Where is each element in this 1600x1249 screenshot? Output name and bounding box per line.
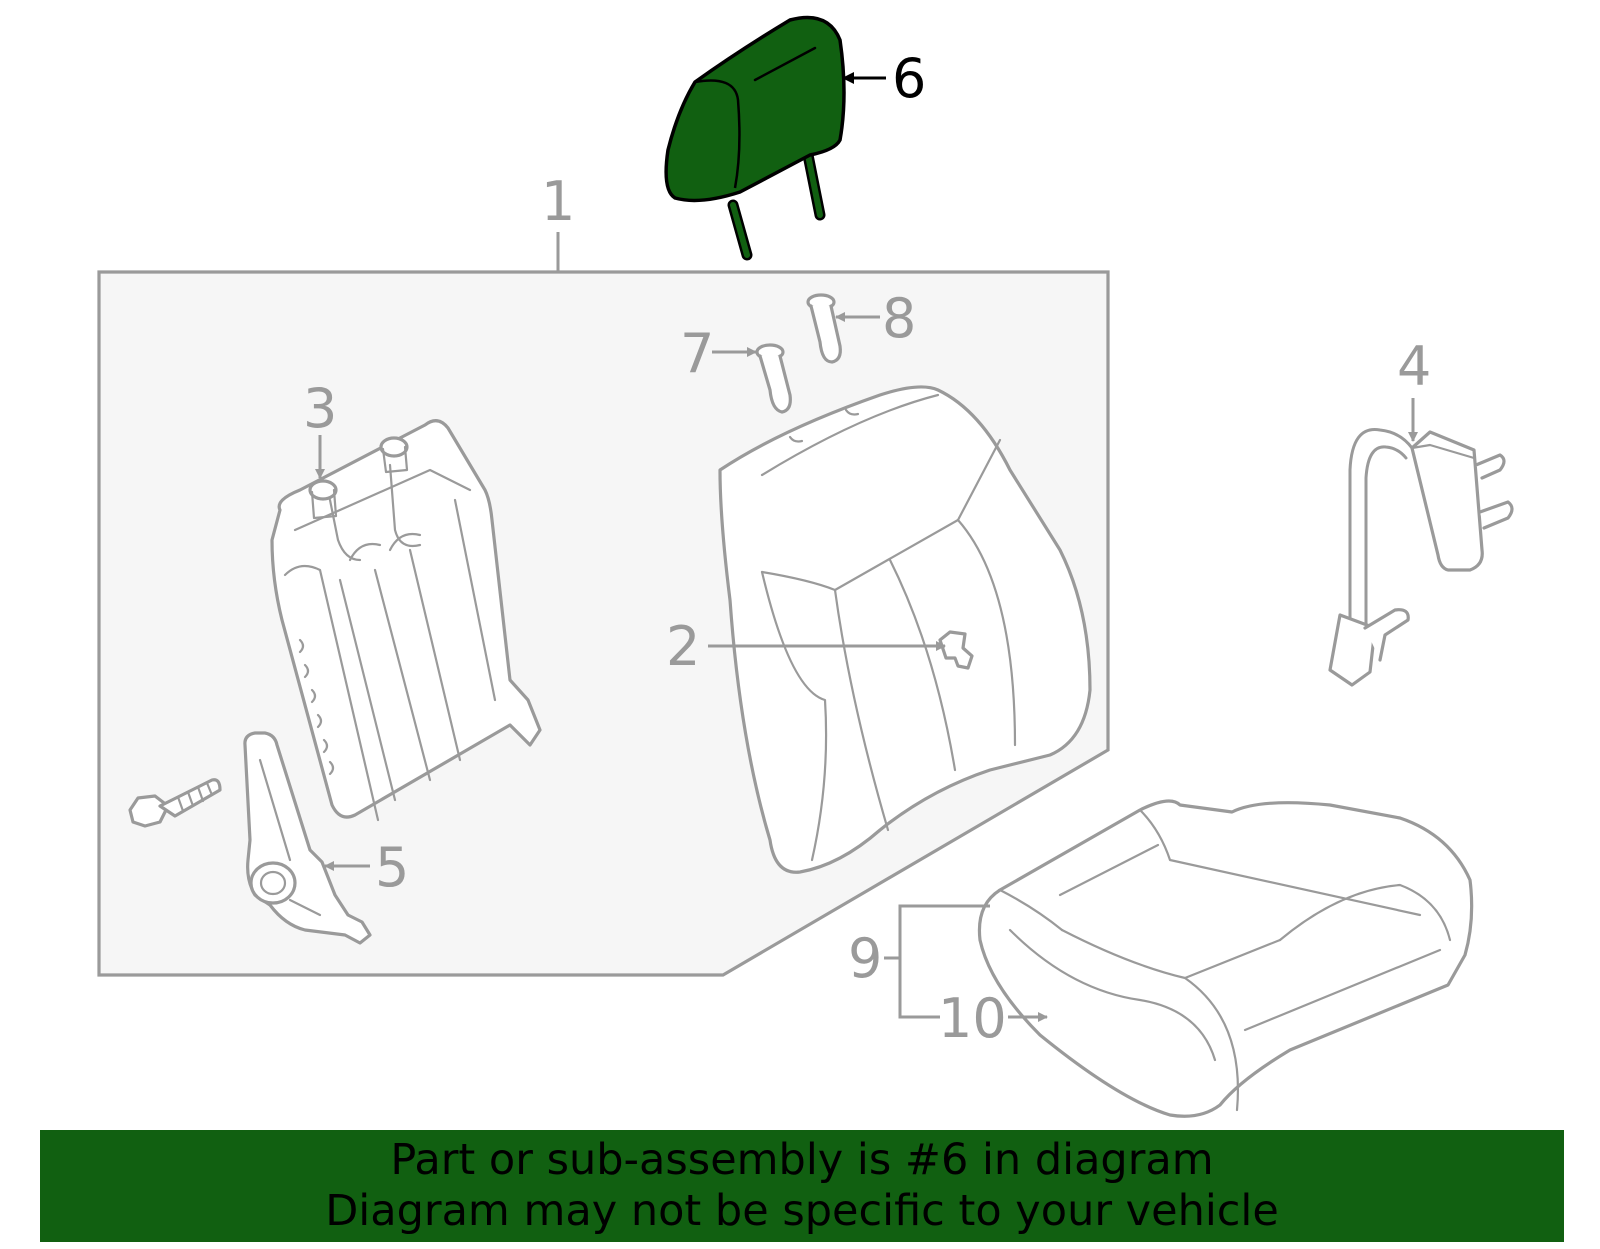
callout-1: 1: [541, 170, 575, 233]
headrest-part[interactable]: [664, 15, 846, 261]
bolt-part[interactable]: [128, 778, 222, 828]
callout-10: 10: [938, 987, 1007, 1050]
callout-7: 7: [680, 322, 714, 385]
callout-3: 3: [303, 377, 337, 440]
headrest-guide-part-7[interactable]: [755, 343, 792, 414]
recliner-part[interactable]: [243, 731, 372, 945]
callout-9: 9: [848, 927, 882, 990]
leader-9-bracket: [898, 904, 990, 1019]
callout-5: 5: [375, 836, 409, 899]
clip-part[interactable]: [938, 630, 974, 670]
callout-4: 4: [1397, 335, 1431, 398]
seat-cushion-part[interactable]: [977, 799, 1474, 1118]
seatbelt-anchor-part[interactable]: [1328, 428, 1514, 687]
callout-6: 6: [892, 47, 926, 110]
info-banner: Part or sub-assembly is #6 in diagram Di…: [40, 1130, 1564, 1242]
seatback-frame-part[interactable]: [270, 419, 542, 822]
callout-8: 8: [882, 287, 916, 350]
banner-line-1: Part or sub-assembly is #6 in diagram: [390, 1135, 1214, 1185]
banner-line-2: Diagram may not be specific to your vehi…: [325, 1186, 1279, 1236]
callout-2: 2: [666, 615, 700, 678]
headrest-guide-part-8[interactable]: [806, 293, 842, 364]
seatback-cushion-part[interactable]: [718, 385, 1092, 874]
